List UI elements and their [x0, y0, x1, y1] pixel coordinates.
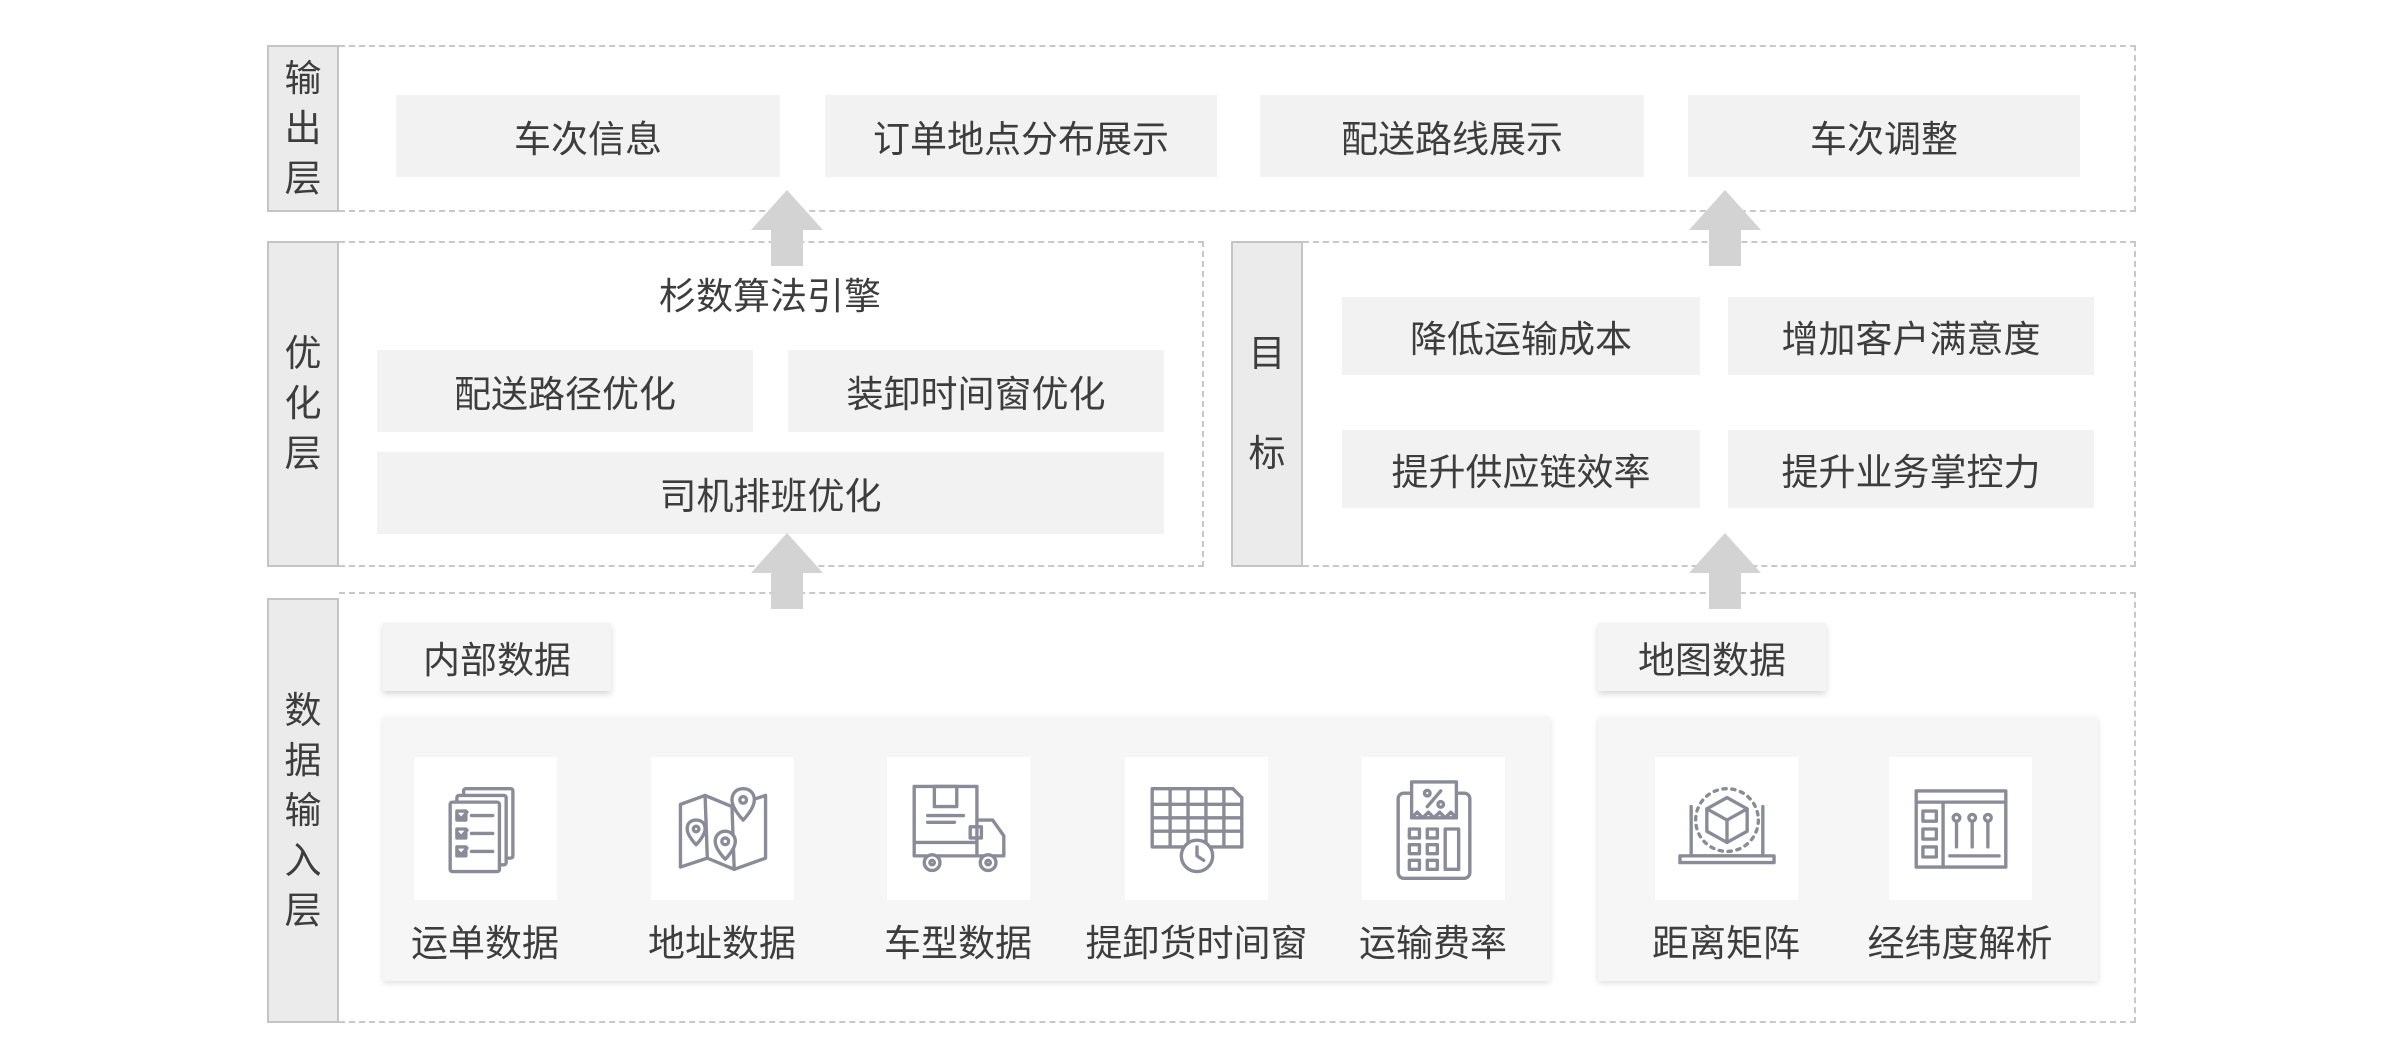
- input-layer-label-char: 层: [284, 888, 322, 932]
- algorithm-engine-title: 杉数算法引擎: [659, 275, 881, 318]
- output-layer-label-char: 输: [284, 56, 322, 100]
- up-arrow-icon: [1689, 190, 1761, 266]
- goal-box-supply-chain-efficiency: 提升供应链效率: [1342, 430, 1700, 508]
- output-box-vehicle-info: 车次信息: [396, 95, 780, 177]
- input-layer-label-char: 输: [284, 788, 322, 832]
- laptop-3d-cube-icon: [1677, 786, 1776, 864]
- goal-box-customer-satisfaction: 增加客户满意度: [1728, 297, 2094, 375]
- waybill-data-tile: [414, 757, 557, 900]
- latlng-parse-label: 经纬度解析: [1867, 922, 2053, 965]
- output-layer-label-char: 出: [284, 106, 322, 150]
- calendar-clock-icon: [1150, 786, 1243, 873]
- output-box-vehicle-adjust: 车次调整: [1688, 95, 2080, 177]
- goal-label-char: 标: [1248, 432, 1286, 475]
- delivery-truck-icon: [912, 784, 1005, 872]
- goal-label: 目 标: [1231, 241, 1303, 567]
- control-panel-icon: [1914, 788, 2007, 869]
- internal-data-tag: 内部数据: [383, 623, 611, 691]
- optimize-box-driver-schedule: 司机排班优化: [377, 452, 1164, 534]
- time-window-data-tile: [1125, 757, 1268, 900]
- input-layer-label-char: 据: [284, 738, 322, 782]
- output-layer-label-char: 层: [284, 156, 322, 200]
- output-box-route-display: 配送路线展示: [1260, 95, 1644, 177]
- input-layer-label: 数 据 输 入 层: [267, 598, 339, 1023]
- freight-rate-data-label: 运输费率: [1359, 922, 1507, 965]
- documents-checklist-icon: [447, 786, 515, 873]
- up-arrow-icon: [751, 190, 823, 266]
- input-layer-label-char: 入: [284, 838, 322, 882]
- address-data-label: 地址数据: [648, 922, 796, 965]
- optimize-layer-label-char: 优: [284, 332, 322, 375]
- latlng-parse-tile: [1889, 757, 2032, 900]
- optimize-layer-label-char: 层: [284, 432, 322, 475]
- map-pins-icon: [678, 786, 767, 871]
- up-arrow-icon: [751, 533, 823, 609]
- optimize-box-time-window: 装卸时间窗优化: [788, 350, 1164, 432]
- output-layer-label: 输 出 层: [267, 45, 339, 212]
- map-data-tag: 地图数据: [1598, 623, 1826, 691]
- waybill-data-label: 运单数据: [411, 922, 559, 965]
- time-window-data-label: 提卸货时间窗: [1085, 922, 1308, 965]
- optimize-layer-label-char: 化: [284, 382, 322, 425]
- address-data-tile: [651, 757, 794, 900]
- output-layer-container: [339, 45, 2136, 212]
- input-layer-container: [339, 592, 2136, 1023]
- calculator-percent-icon: [1395, 779, 1472, 880]
- goal-box-reduce-cost: 降低运输成本: [1342, 297, 1700, 375]
- goal-label-char: 目: [1248, 332, 1286, 375]
- goal-box-business-control: 提升业务掌控力: [1728, 430, 2094, 508]
- distance-matrix-label: 距离矩阵: [1652, 922, 1800, 965]
- output-box-order-distribution: 订单地点分布展示: [825, 95, 1217, 177]
- vehicle-type-data-tile: [887, 757, 1030, 900]
- vehicle-type-data-label: 车型数据: [884, 922, 1032, 965]
- optimize-box-route: 配送路径优化: [377, 350, 753, 432]
- distance-matrix-tile: [1655, 757, 1798, 900]
- freight-rate-data-tile: [1362, 757, 1505, 900]
- optimize-layer-label: 优 化 层: [267, 241, 339, 567]
- up-arrow-icon: [1689, 533, 1761, 609]
- input-layer-label-char: 数: [284, 688, 322, 732]
